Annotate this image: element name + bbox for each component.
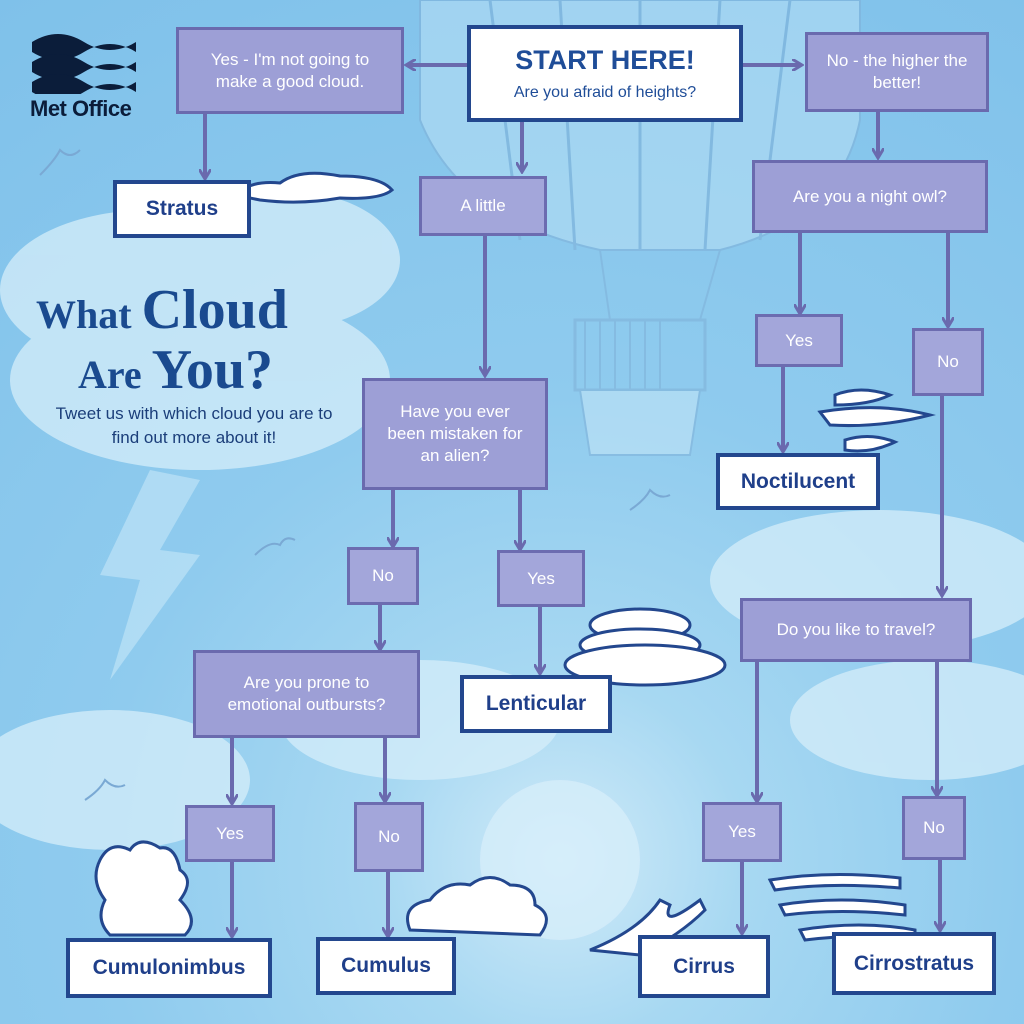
cumulus-cloud-drawing — [406, 876, 548, 937]
result-cloud-drawings — [94, 171, 936, 957]
result-lenticular: Lenticular — [460, 675, 612, 733]
page-title: What Cloud Are You? — [36, 282, 288, 402]
title-are: Are — [78, 352, 142, 397]
title-you: You? — [151, 339, 274, 401]
answer-no-higher-box: No - the higher the better! — [805, 32, 989, 112]
result-cumulus: Cumulus — [316, 937, 456, 995]
cirrostratus-cloud-drawing — [767, 872, 917, 942]
answer-night-yes-box: Yes — [755, 314, 843, 367]
answer-outburst-no-box: No — [354, 802, 424, 872]
noctilucent-cloud-drawing — [817, 388, 936, 453]
answer-travel-yes-box: Yes — [702, 802, 782, 862]
start-heading: START HERE! — [515, 44, 695, 75]
answer-alien-no-box: No — [347, 547, 419, 605]
question-outbursts-box: Are you prone to emotional outbursts? — [193, 650, 420, 738]
answer-night-no-box: No — [912, 328, 984, 396]
title-what: What — [36, 292, 132, 337]
result-cirrus: Cirrus — [638, 935, 770, 998]
stratus-cloud-drawing — [231, 171, 395, 204]
met-office-logo-icon — [32, 34, 136, 94]
cumulonimbus-cloud-drawing — [94, 840, 193, 937]
tagline-text: Tweet us with which cloud you are to fin… — [55, 404, 333, 447]
start-box: START HERE! Are you afraid of heights? — [467, 25, 743, 122]
brand-name: Met Office — [30, 96, 132, 121]
answer-alien-yes-box: Yes — [497, 550, 585, 607]
answer-yes-not-good-box: Yes - I'm not going to make a good cloud… — [176, 27, 404, 114]
title-cloud: Cloud — [141, 279, 288, 341]
answer-outburst-yes-box: Yes — [185, 805, 275, 862]
result-noctilucent: Noctilucent — [716, 453, 880, 510]
result-cumulonimbus: Cumulonimbus — [66, 938, 272, 998]
lightning-bolt-icon — [100, 470, 200, 680]
result-cirrostratus: Cirrostratus — [832, 932, 996, 995]
bird-icons — [39, 148, 671, 801]
answer-travel-no-box: No — [902, 796, 966, 860]
question-night-owl-box: Are you a night owl? — [752, 160, 988, 233]
start-question: Are you afraid of heights? — [513, 83, 697, 101]
answer-a-little-box: A little — [419, 176, 547, 236]
question-travel-box: Do you like to travel? — [740, 598, 972, 662]
question-alien-box: Have you ever been mistaken for an alien… — [362, 378, 548, 490]
result-stratus: Stratus — [113, 180, 251, 238]
